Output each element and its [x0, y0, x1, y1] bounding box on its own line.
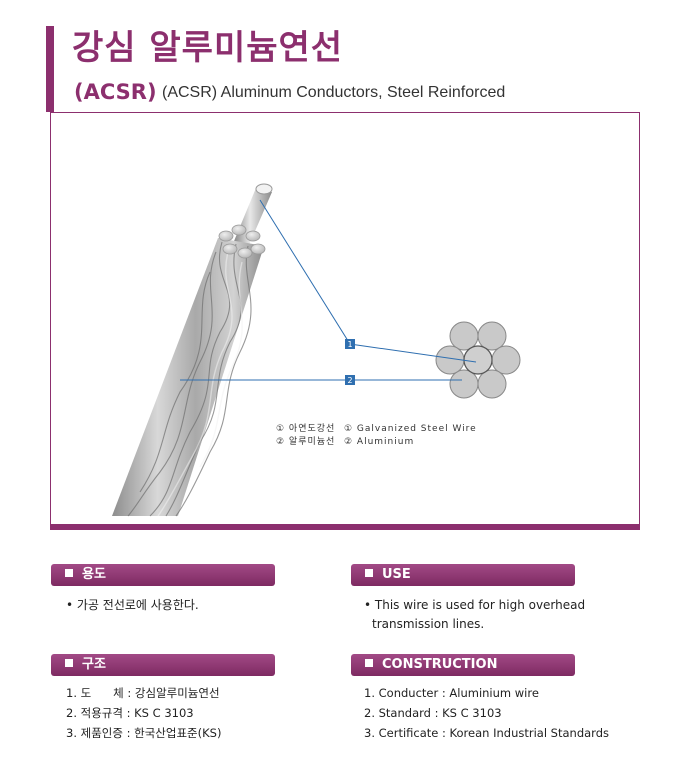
usage-text-en-line-1: • This wire is used for high overhead [364, 598, 586, 612]
square-bullet-icon [365, 569, 373, 577]
figure-bottom-rule [50, 524, 640, 530]
legend-ko-item-1: ① 아연도강선 [276, 424, 336, 434]
legend-ko-item-2: ② 알루미늄선 [276, 437, 336, 447]
usage-text-en-line-2: transmission lines. [372, 617, 485, 631]
section-header-construction-en: CONSTRUCTION [351, 654, 575, 676]
construction-ko-item-3: 3. 제품인증 : 한국산업표준(KS) [66, 726, 222, 740]
usage-text-en: • This wire is used for high overhead tr… [364, 596, 585, 634]
callout-marker-2-label: 2 [347, 376, 352, 385]
strand-end-faces [218, 224, 266, 259]
construction-en-item-1: 1. Conducter : Aluminium wire [364, 686, 539, 700]
square-bullet-icon [65, 569, 73, 577]
legend-english: ① Galvanized Steel Wire ② Aluminium [344, 423, 477, 449]
square-bullet-icon [365, 659, 373, 667]
title-accent-bar [46, 26, 54, 112]
section-title-usage-en: USE [382, 567, 411, 582]
legend-en-item-2: ② Aluminium [344, 437, 415, 447]
construction-ko-item-1: 1. 도 체 : 강심알루미늄연선 [66, 686, 220, 700]
legend-korean: ① 아연도강선 ② 알루미늄선 [276, 423, 335, 449]
callout-marker-1-label: 1 [347, 340, 352, 349]
section-title-construction-ko: 구조 [82, 657, 106, 672]
construction-en-item-3: 3. Certificate : Korean Industrial Stand… [364, 726, 609, 740]
usage-text-ko: • 가공 전선로에 사용한다. [66, 598, 199, 612]
cross-section-diagram [435, 321, 521, 399]
legend-en-item-1: ① Galvanized Steel Wire [344, 424, 477, 434]
section-title-construction-en: CONSTRUCTION [382, 657, 498, 672]
section-header-usage-en: USE [351, 564, 575, 586]
page-subtitle: (ACSR) Aluminum Conductors, Steel Reinfo… [162, 84, 506, 101]
callout-marker-1: 1 [345, 339, 355, 349]
product-code: (ACSR) [74, 80, 157, 104]
square-bullet-icon [65, 659, 73, 667]
cable-illustration: 1 2 [112, 183, 521, 517]
section-title-usage-ko: 용도 [82, 567, 106, 582]
section-header-construction-ko: 구조 [51, 654, 275, 676]
page-title: 강심 알루미늄연선 [72, 28, 344, 68]
construction-ko-item-2: 2. 적용규격 : KS C 3103 [66, 706, 194, 720]
callout-marker-2: 2 [345, 375, 355, 385]
stranded-cable [112, 238, 264, 517]
section-header-usage-ko: 용도 [51, 564, 275, 586]
construction-en-item-2: 2. Standard : KS C 3103 [364, 706, 502, 720]
